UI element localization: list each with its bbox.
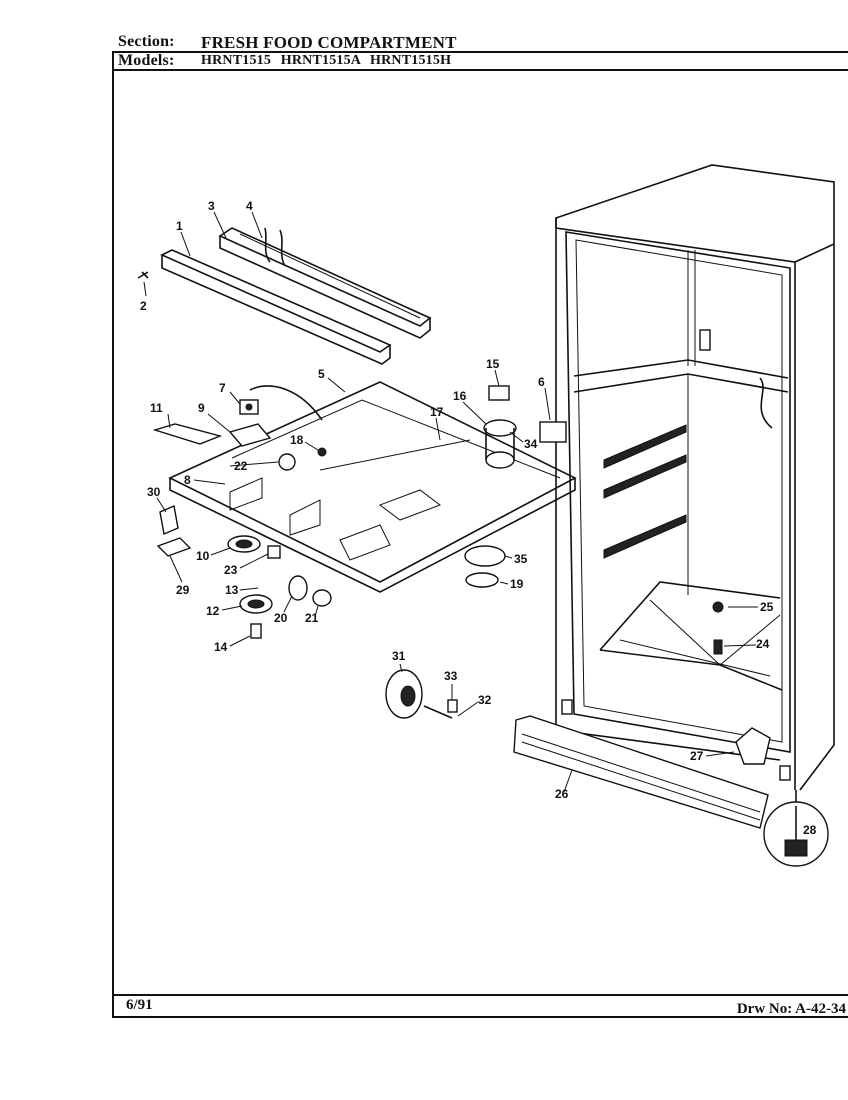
callout-labels: 1 2 3 4 5 6 7 8 9 10 11 12 13 14 15 16 1… xyxy=(140,199,817,837)
callout-32: 32 xyxy=(478,693,492,707)
bottom-plate-assembly xyxy=(168,381,577,593)
callout-8: 8 xyxy=(184,473,191,487)
callout-34: 34 xyxy=(524,437,538,451)
small-parts xyxy=(137,271,829,867)
callout-17: 17 xyxy=(430,405,444,419)
callout-11: 11 xyxy=(150,401,163,415)
callout-24: 24 xyxy=(756,637,770,651)
models-label: Models: xyxy=(118,52,175,69)
callout-19: 19 xyxy=(510,577,524,591)
callout-20: 20 xyxy=(274,611,288,625)
callout-2: 2 xyxy=(140,299,147,313)
callout-23: 23 xyxy=(224,563,238,577)
refrigerator-cabinet xyxy=(555,164,835,791)
callout-3: 3 xyxy=(208,199,215,213)
callout-4: 4 xyxy=(246,199,253,213)
drawing-number: Drw No: A-42-34 xyxy=(736,1001,846,1017)
callout-35: 35 xyxy=(514,552,528,566)
header-rule-bottom xyxy=(112,69,848,71)
callout-7: 7 xyxy=(219,381,226,395)
section-title: FRESH FOOD COMPARTMENT xyxy=(201,33,457,52)
callout-13: 13 xyxy=(225,583,239,597)
callout-31: 31 xyxy=(392,649,406,663)
callout-27: 27 xyxy=(690,749,704,763)
callout-1: 1 xyxy=(176,219,183,233)
callout-22: 22 xyxy=(234,459,248,473)
frame-left-border xyxy=(112,51,114,1018)
callout-14: 14 xyxy=(214,640,228,654)
callout-30: 30 xyxy=(147,485,161,499)
models-list: HRNT1515 HRNT1515A HRNT1515H xyxy=(201,53,452,68)
frame-bottom-border xyxy=(112,1016,848,1018)
callout-10: 10 xyxy=(196,549,210,563)
callout-9: 9 xyxy=(198,401,205,415)
callout-25: 25 xyxy=(760,600,774,614)
header-rule-top xyxy=(112,51,848,53)
leader-lines xyxy=(143,211,758,793)
callout-29: 29 xyxy=(176,583,190,597)
callout-28: 28 xyxy=(803,823,817,837)
callout-18: 18 xyxy=(290,433,304,447)
callout-21: 21 xyxy=(305,611,319,625)
callout-15: 15 xyxy=(486,357,500,371)
upper-rails xyxy=(160,227,432,365)
callout-16: 16 xyxy=(453,389,467,403)
callout-12: 12 xyxy=(206,604,220,618)
section-label: Section: xyxy=(118,33,175,50)
footer-rule xyxy=(112,994,848,996)
callout-6: 6 xyxy=(538,375,545,389)
callout-26: 26 xyxy=(555,787,569,801)
callout-33: 33 xyxy=(444,669,458,683)
revision-date: 6/91 xyxy=(126,997,153,1013)
callout-5: 5 xyxy=(318,367,325,381)
